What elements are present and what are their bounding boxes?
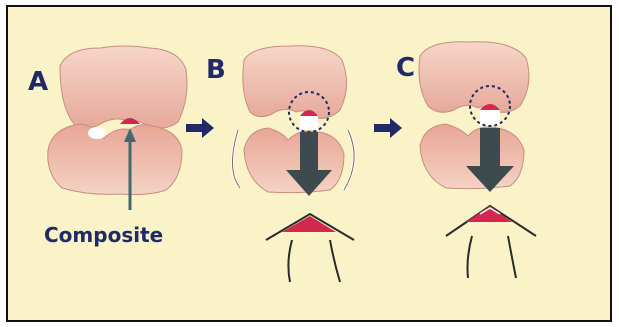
panel-b: B [206, 46, 354, 282]
panel-b-lower-teeth [244, 128, 344, 193]
panel-b-left-outline [232, 130, 240, 188]
panel-b-label: B [206, 55, 226, 85]
panel-a-upper-teeth [60, 46, 187, 128]
panel-c: C [396, 42, 536, 278]
panel-c-upper-teeth [419, 42, 529, 113]
panel-b-left-root [288, 240, 292, 282]
composite-label: Composite [44, 223, 163, 247]
arrow-b-to-c [374, 118, 402, 138]
arrow-a-to-b [186, 118, 214, 138]
panel-c-label: C [396, 53, 415, 83]
panel-a-lower-teeth [48, 124, 182, 195]
panel-a-label: A [28, 67, 48, 97]
panel-a-gap [88, 127, 106, 139]
panel-c-right-root [508, 236, 516, 278]
panel-c-left-root [468, 236, 473, 278]
panel-a: A Composite [28, 46, 187, 247]
panel-b-upper-teeth [243, 46, 347, 119]
panel-c-gap [480, 110, 500, 126]
panel-c-lower-teeth [420, 124, 524, 189]
panel-b-gap [300, 116, 318, 130]
panel-b-right-root [330, 240, 340, 282]
